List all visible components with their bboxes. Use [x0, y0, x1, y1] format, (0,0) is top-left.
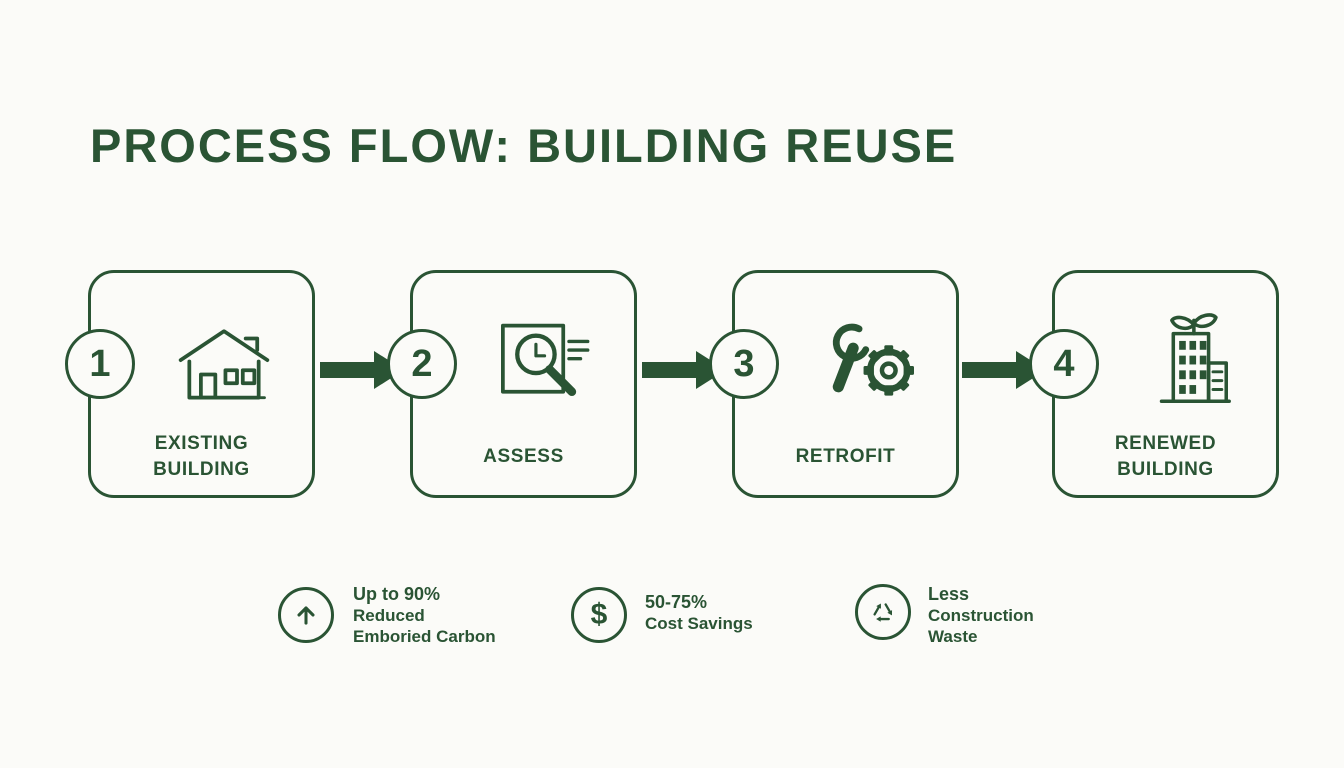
arrow-shaft	[642, 362, 698, 378]
stat-line: Emboried Carbon	[353, 627, 496, 646]
stat-construction-waste: Less Construction Waste	[928, 584, 1034, 647]
step-1-number-badge: 1	[65, 329, 135, 399]
step-retrofit: 3 RETROFIT	[709, 270, 959, 498]
step-1-label: EXISTING BUILDING	[153, 433, 250, 480]
stat-line: Reduced	[353, 606, 425, 625]
stat-line: Construction	[928, 606, 1034, 625]
arrow-shaft	[320, 362, 376, 378]
step-existing-building: 1 EXISTING BUILDING	[65, 270, 315, 498]
step-3-number-badge: 3	[709, 329, 779, 399]
green-building-icon	[1129, 313, 1247, 413]
step-3-label: RETROFIT	[795, 446, 896, 467]
step-renewed-building: 4 RENEWED BUILDING	[1029, 270, 1279, 498]
assess-magnifier-icon	[487, 313, 605, 413]
stat-embodied-carbon: Up to 90% Reduced Emboried Carbon	[353, 584, 496, 647]
stat-line: Waste	[928, 627, 978, 646]
step-4-number-badge: 4	[1029, 329, 1099, 399]
dollar-symbol: $	[590, 598, 608, 631]
stat-line: Up to 90%	[353, 584, 441, 604]
step-2-number-badge: 2	[387, 329, 457, 399]
step-4-label: RENEWED BUILDING	[1114, 433, 1217, 480]
stat-cost-savings: 50-75% Cost Savings	[645, 592, 753, 634]
stat-line: Cost Savings	[645, 614, 753, 633]
wrench-gear-icon	[809, 313, 927, 413]
step-2-label: ASSESS	[483, 446, 564, 467]
page-title: PROCESS FLOW: BUILDING REUSE	[90, 119, 958, 172]
arrow-shaft	[962, 362, 1018, 378]
stat-line: 50-75%	[645, 592, 708, 612]
stat-line: Less	[928, 584, 970, 604]
recycle-icon	[855, 584, 911, 640]
step-assess: 2 ASSESS	[387, 270, 637, 498]
arrow-up-icon	[278, 587, 334, 643]
house-icon	[165, 313, 283, 413]
dollar-icon: $	[571, 587, 627, 643]
